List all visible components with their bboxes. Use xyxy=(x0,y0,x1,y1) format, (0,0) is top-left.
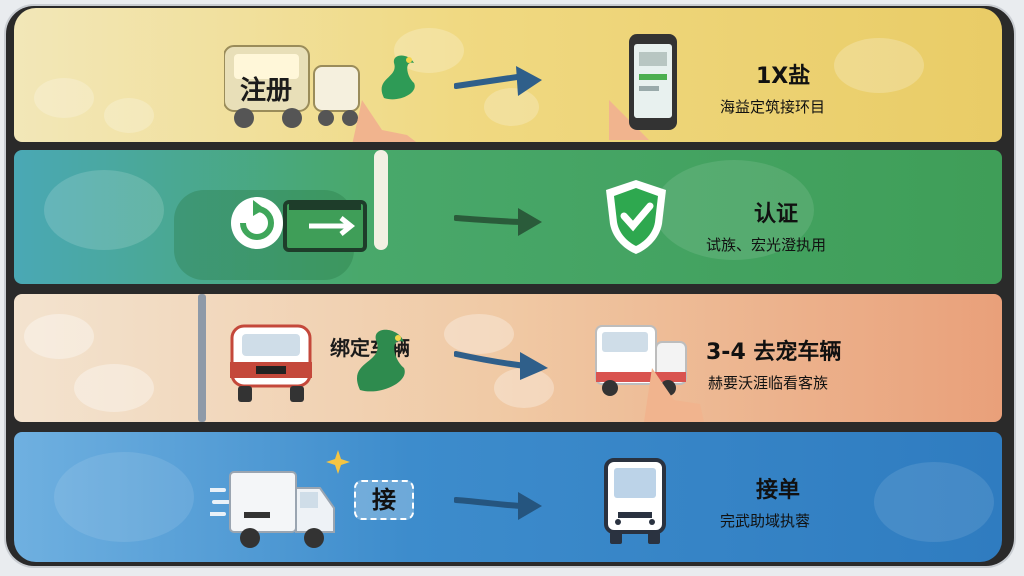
arrow-right-icon xyxy=(454,208,542,236)
step-verify-band: 认证 试族、宏光澄执用 xyxy=(14,150,1002,284)
accept-button[interactable]: 接 xyxy=(354,480,414,520)
dragon-icon xyxy=(356,329,405,392)
step-accept-order-subtitle: 完武助域执蓉 xyxy=(720,512,811,530)
van-icon xyxy=(224,45,360,128)
step-verify-subtitle: 试族、宏光澄执用 xyxy=(706,236,827,254)
car-icon xyxy=(230,324,312,402)
truck-icon xyxy=(210,471,335,548)
step-register-label: 注册 xyxy=(240,76,293,106)
arrow-right-icon xyxy=(454,351,548,380)
refresh-toggle-icon xyxy=(231,197,367,252)
step-register-subtitle: 海益定筑接环目 xyxy=(720,98,826,116)
step-verify-title: 认证 xyxy=(754,202,799,227)
arrow-right-icon xyxy=(454,66,542,96)
step-bind-vehicle-title: 3-4 去宠车辆 xyxy=(706,340,842,365)
smartphone-icon xyxy=(609,34,677,140)
step-bind-vehicle-band: 绑定车辆 3-4 去宠车辆 赫要沃涯临看客族 xyxy=(14,294,1002,422)
bus-icon xyxy=(604,458,666,544)
step-register-band: 注册 1Ⅹ盐 海益定筑接环目 xyxy=(14,8,1002,142)
shield-check-icon xyxy=(606,180,666,254)
dragon-icon xyxy=(381,55,415,100)
hand-pointer-icon xyxy=(644,368,704,422)
step-bind-vehicle-subtitle: 赫要沃涯临看客族 xyxy=(708,374,829,392)
sparkle-icon xyxy=(326,450,350,474)
step-accept-order-band: 接 接单 完武助域执蓉 xyxy=(14,432,1002,562)
step-register-title: 1Ⅹ盐 xyxy=(756,64,811,89)
van-icon xyxy=(595,325,687,396)
arrow-right-icon xyxy=(454,492,542,520)
step-accept-order-title: 接单 xyxy=(756,478,801,503)
hand-pointer-icon xyxy=(352,100,417,142)
